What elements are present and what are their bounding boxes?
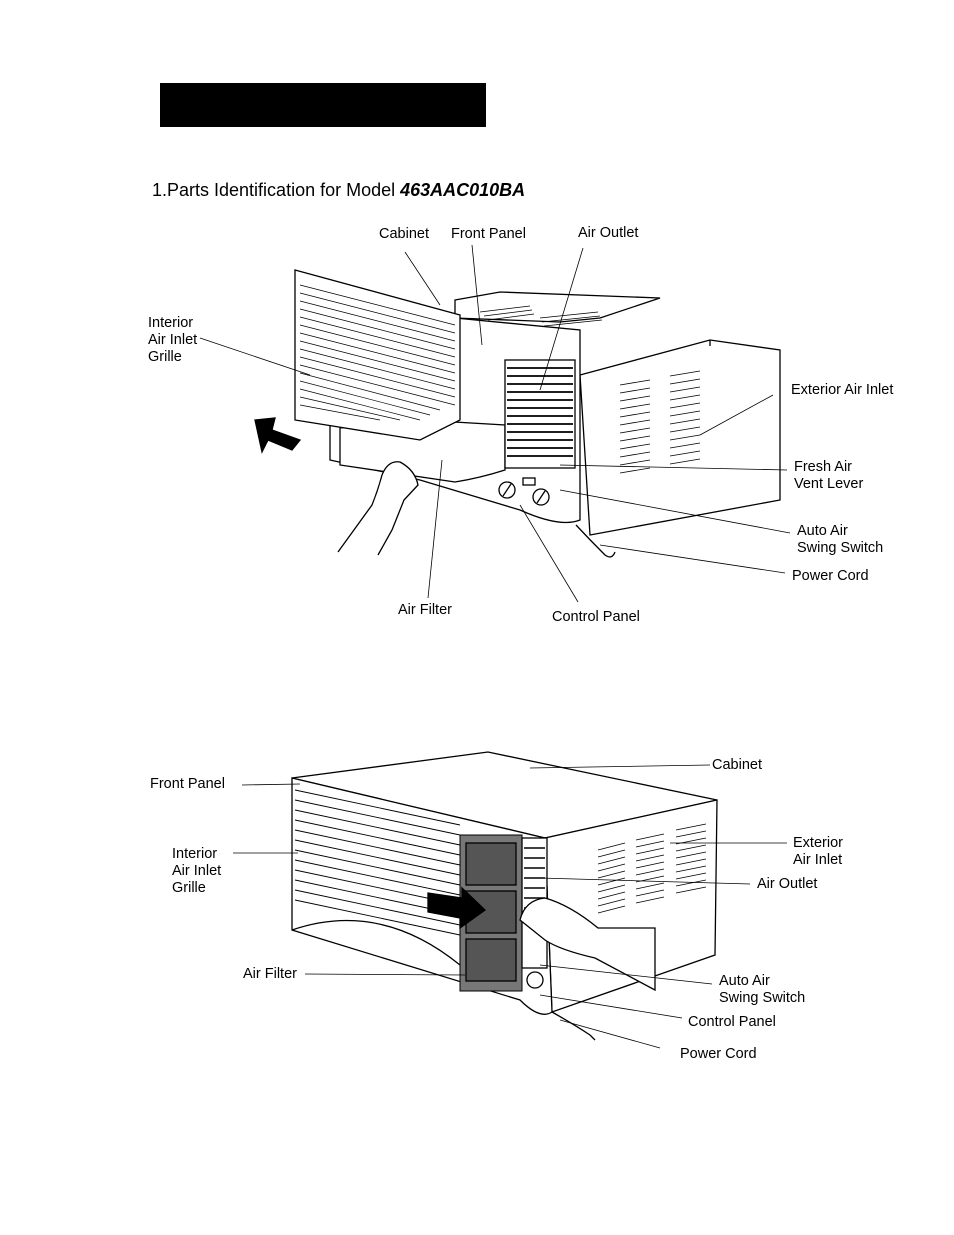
fig1-label-exterior-air-inlet: Exterior Air Inlet (791, 382, 894, 398)
fig2-label-auto-air-swing-switch: Auto Air Swing Switch (719, 973, 805, 1007)
header-bar (160, 83, 486, 127)
fig2-label-air-outlet: Air Outlet (757, 876, 818, 892)
fig2-swing-line-1: Auto Air (719, 973, 770, 989)
fig2-label-air-filter: Air Filter (243, 966, 297, 982)
fig2-grille-line-2: Air Inlet (172, 863, 222, 879)
fig1-label-auto-air-swing-switch: Auto Air Swing Switch (797, 523, 883, 557)
fig1-swing-line-1: Auto Air (797, 523, 848, 539)
fig1-grille-line-2: Air Inlet (148, 332, 198, 348)
fig1-label-air-filter: Air Filter (398, 602, 452, 618)
fig2-label-power-cord: Power Cord (680, 1046, 757, 1062)
fig2-label-control-panel: Control Panel (688, 1014, 776, 1030)
fig1-label-air-outlet: Air Outlet (578, 225, 639, 241)
fig2-grille-line-1: Interior (172, 846, 218, 862)
fig1-label-front-panel: Front Panel (451, 226, 526, 242)
fig2-label-exterior-air-inlet: Exterior Air Inlet (793, 835, 843, 869)
model-number: 463AAC010BA (400, 180, 526, 200)
fig2-grille-line-3: Grille (172, 880, 206, 896)
fig1-vent-line-1: Fresh Air (794, 459, 853, 475)
fig2-exterior-line-1: Exterior (793, 835, 843, 851)
section-title: 1.Parts Identification for Model 463AAC0… (152, 180, 525, 201)
fig1-vent-line-2: Vent Lever (794, 476, 864, 492)
fig1-label-control-panel: Control Panel (552, 609, 640, 625)
fig1-label-fresh-air-vent-lever: Fresh Air Vent Lever (794, 459, 863, 493)
fig1-label-power-cord: Power Cord (792, 568, 869, 584)
fig1-label-interior-air-inlet-grille: Interior Air Inlet Grille (148, 315, 197, 366)
fig2-label-interior-air-inlet-grille: Interior Air Inlet Grille (172, 846, 221, 897)
fig1-grille-line-1: Interior (148, 315, 194, 331)
fig1-label-cabinet: Cabinet (379, 226, 429, 242)
fig1-grille-line-3: Grille (148, 349, 182, 365)
fig2-label-cabinet: Cabinet (712, 757, 762, 773)
figure-1-air-conditioner (199, 244, 791, 603)
fig1-swing-line-2: Swing Switch (797, 540, 884, 556)
section-title-prefix: 1.Parts Identification for Model (152, 180, 401, 200)
fig2-exterior-line-2: Air Inlet (793, 852, 843, 868)
fig2-label-front-panel: Front Panel (150, 776, 225, 792)
fig2-swing-line-2: Swing Switch (719, 990, 806, 1006)
